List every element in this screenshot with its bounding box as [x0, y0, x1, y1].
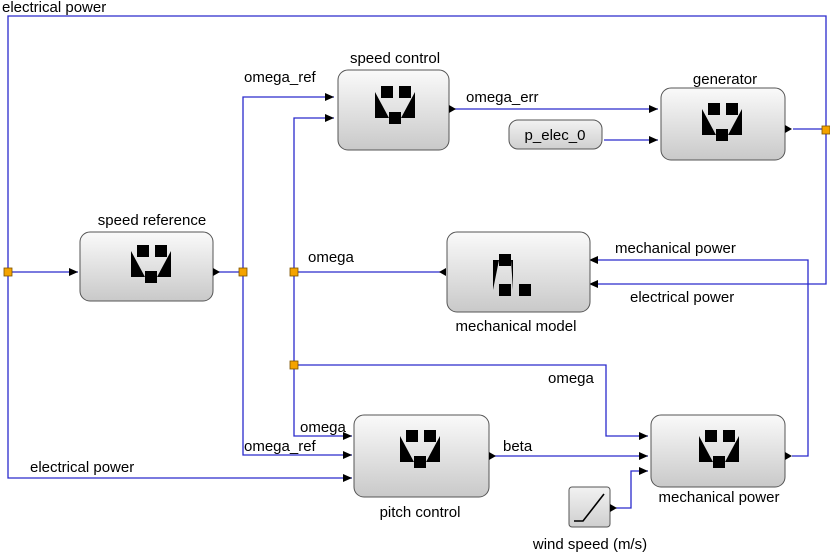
- ramp-icon: [574, 493, 605, 522]
- signal-label-omega-ref: omega_ref: [244, 69, 317, 86]
- signal-label-omega: omega: [308, 249, 355, 266]
- speed-reference-block[interactable]: speed reference: [79, 212, 220, 302]
- mechanical-model-block[interactable]: mechanical model: [439, 231, 591, 335]
- split-point[interactable]: [3, 267, 13, 277]
- split-point[interactable]: [289, 267, 299, 277]
- p-elec-0-label: p_elec_0: [525, 127, 586, 144]
- signal-label-beta: beta: [503, 438, 533, 455]
- connection-wires: [7, 15, 827, 509]
- pitch-control-block[interactable]: pitch control: [353, 414, 496, 521]
- p-elec-0-block[interactable]: p_elec_0: [508, 119, 603, 150]
- mechanical-power-block[interactable]: mechanical power: [650, 414, 792, 506]
- signal-label-electrical-power: electrical power: [2, 0, 106, 16]
- split-point[interactable]: [289, 360, 299, 370]
- speed-control-label: speed control: [350, 50, 440, 67]
- pitch-control-label: pitch control: [380, 504, 461, 521]
- generator-label: generator: [693, 71, 757, 88]
- generator-block[interactable]: generator: [660, 71, 792, 161]
- signal-label-omega: omega: [300, 419, 347, 436]
- speed-control-block[interactable]: speed control: [337, 50, 456, 151]
- mechanical-power-label: mechanical power: [659, 489, 780, 506]
- signal-label-electrical-power: electrical power: [30, 459, 134, 476]
- split-point[interactable]: [238, 267, 248, 277]
- signal-labels: electrical power omega_ref omega_err ome…: [2, 0, 736, 476]
- signal-label-omega-err: omega_err: [466, 89, 539, 106]
- signal-label-mechanical-power: mechanical power: [615, 240, 736, 257]
- signal-label-electrical-power: electrical power: [630, 289, 734, 306]
- signal-label-omega: omega: [548, 370, 595, 387]
- mechanical-model-label: mechanical model: [456, 318, 577, 335]
- speed-reference-label: speed reference: [98, 212, 206, 229]
- split-points: [3, 125, 830, 370]
- split-point[interactable]: [821, 125, 830, 135]
- wind-speed-label: wind speed (m/s): [532, 536, 647, 553]
- wind-speed-block[interactable]: wind speed (m/s): [532, 486, 647, 553]
- signal-label-omega-ref: omega_ref: [244, 438, 317, 455]
